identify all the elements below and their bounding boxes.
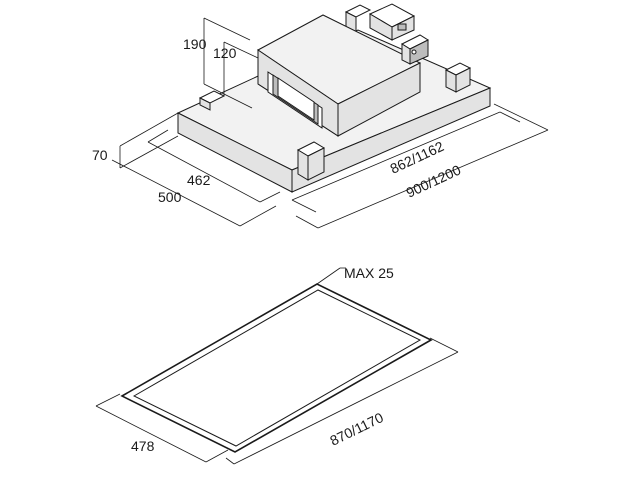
- length-dimension-lines: [291, 103, 549, 229]
- depth-70-dimension-lines: [119, 112, 179, 169]
- cutout-outline-inner: [132, 289, 422, 447]
- dim-870-1170-label: 870/1170: [327, 409, 386, 449]
- dim-70-label: 70: [92, 147, 108, 163]
- motor-box-right-side: [337, 62, 421, 137]
- dim-190-label: 190: [183, 36, 207, 52]
- air-outlet-rectangular: [267, 71, 323, 129]
- ceiling-cutout-view: MAX 25 478 870/1170: [95, 265, 459, 465]
- dim-120-label: 120: [213, 45, 237, 61]
- mounting-bracket-front: [296, 141, 326, 181]
- max-25-leader: [316, 267, 346, 285]
- mounting-bracket-right: [444, 62, 472, 93]
- cutout-width-dimension: [95, 393, 229, 463]
- electrical-connector-box: [368, 3, 430, 65]
- dim-462-label: 462: [187, 172, 211, 188]
- hood-base-right-side: [291, 87, 491, 193]
- dim-max25-label: MAX 25: [344, 265, 394, 281]
- cutout-length-dimension: [225, 337, 459, 465]
- width-dimension-lines: [111, 129, 281, 227]
- hood-isometric-view: 190 120 70 462 500 862/1162 90: [92, 3, 549, 229]
- cutout-outline-outer: [120, 283, 433, 453]
- dim-478-label: 478: [131, 438, 155, 454]
- dim-500-label: 500: [158, 189, 182, 205]
- height-dimension-lines: [203, 17, 259, 109]
- mounting-bracket-left: [198, 90, 226, 111]
